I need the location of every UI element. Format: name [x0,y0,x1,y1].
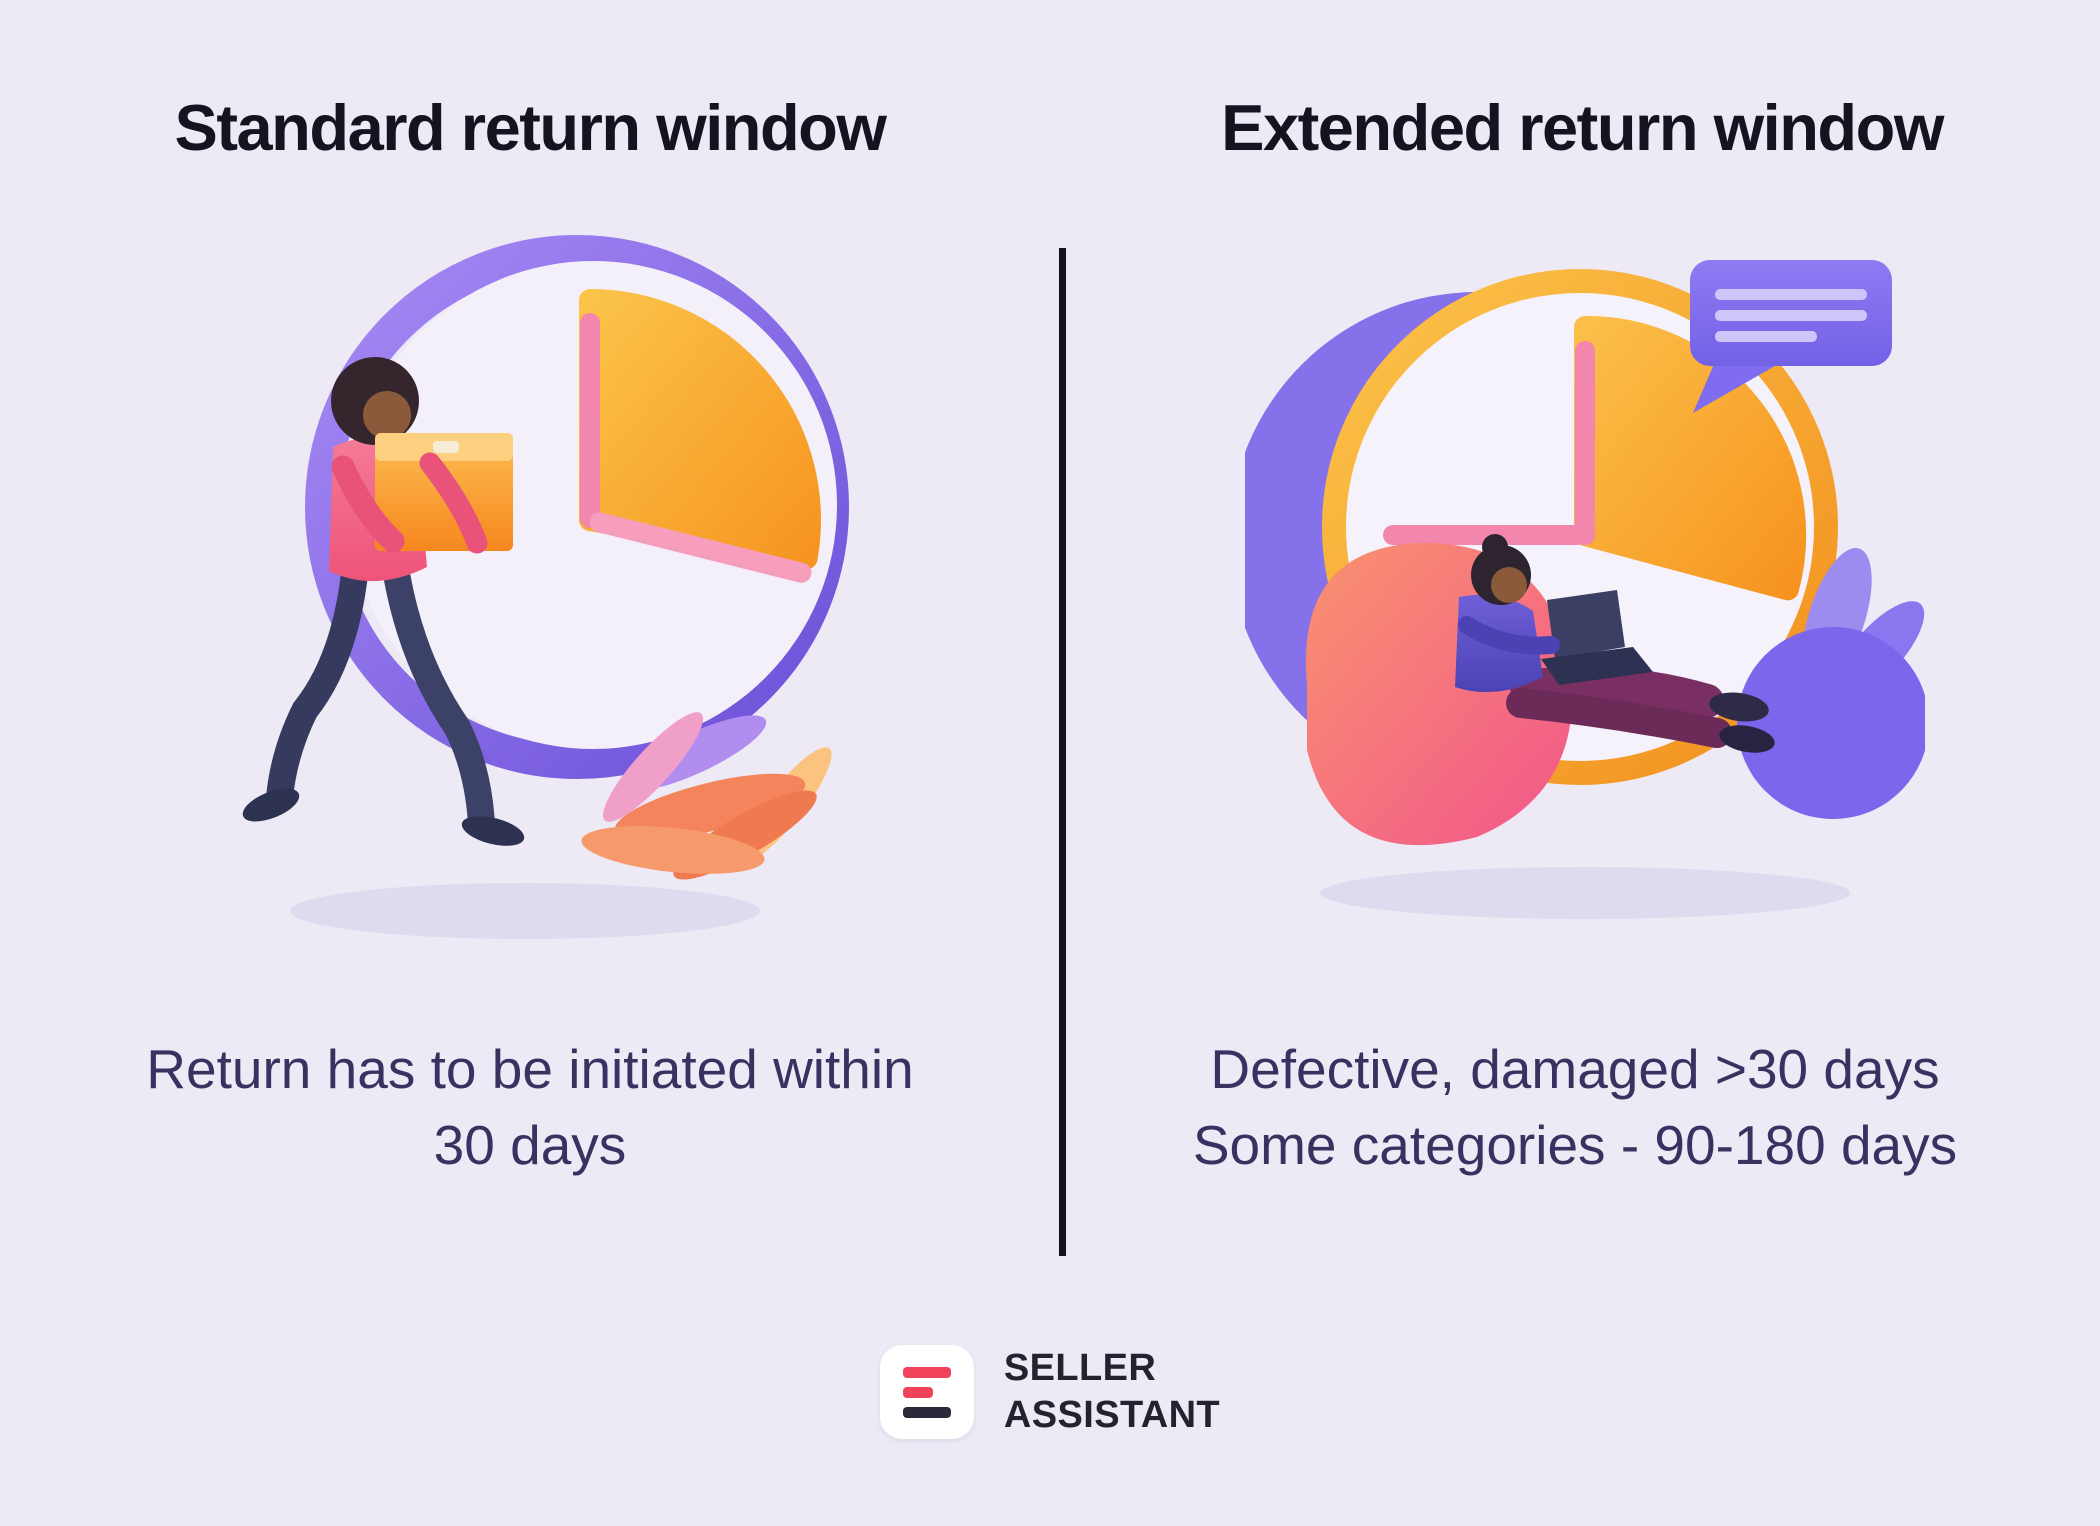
caption-line: 30 days [433,1113,627,1176]
clock-hands [580,313,812,583]
person-with-laptop-clock-icon [1229,260,1929,919]
speech-bubble-icon [1690,260,1892,413]
ground-shadow [1320,867,1850,919]
logo-bar-middle [902,1386,933,1398]
standard-return-illustration [225,205,885,965]
logo-bar-top [902,1366,951,1378]
leaves-icon [581,712,832,880]
pie-wedge [579,289,821,570]
plant-icon [1737,547,1929,819]
person-with-laptop-icon [1455,534,1775,753]
caption-line: Some categories - 90-180 days [1192,1113,1958,1176]
person-carrying-box-icon [242,357,525,846]
extended-return-illustration [1229,245,1929,945]
vertical-divider [1059,248,1066,1256]
extended-return-title: Extended return window [1221,91,1944,164]
brand-footer: SELLER ASSISTANT [0,1345,2100,1440]
clock-hands [1383,341,1595,545]
caption-line: Return has to be initiated within [146,1038,914,1100]
clock-icon [305,235,849,779]
brand-name: SELLER ASSISTANT [1004,1345,1220,1439]
standard-return-title: Standard return window [174,91,887,164]
logo-bar-bottom [902,1406,951,1418]
person-carrying-box-with-clock-icon [242,235,849,939]
caption-line: Defective, damaged >30 days [1210,1038,1940,1100]
extended-return-caption: Defective, damaged >30 days Some categor… [1075,1032,2075,1184]
brand-name-bottom: ASSISTANT [1003,1394,1221,1437]
seller-assistant-logo-icon [879,1345,974,1440]
ground-shadow [290,883,760,939]
standard-return-caption: Return has to be initiated within 30 day… [10,1032,1050,1184]
brand-name-top: SELLER [1003,1347,1157,1389]
pie-wedge [1574,315,1807,601]
laptop-icon [1541,590,1653,685]
